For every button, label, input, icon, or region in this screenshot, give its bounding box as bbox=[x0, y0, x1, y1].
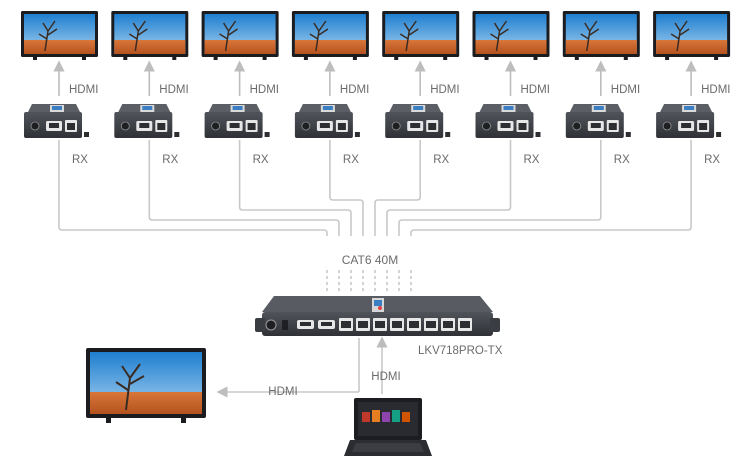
laptop-icon bbox=[344, 398, 432, 456]
tv-icon bbox=[562, 11, 640, 60]
local-hdmi-label: HDMI bbox=[268, 386, 297, 398]
source-hdmi-label: HDMI bbox=[371, 371, 400, 383]
hdmi-label: HDMI bbox=[430, 84, 459, 96]
rj45-port-icon bbox=[356, 318, 370, 331]
rj45-port-icon bbox=[407, 318, 421, 331]
tv-icon bbox=[201, 11, 279, 60]
tv-icon bbox=[472, 11, 550, 60]
rx-label: RX bbox=[162, 154, 178, 166]
cable-line bbox=[148, 140, 340, 236]
rx-label: RX bbox=[343, 154, 359, 166]
tv-icon bbox=[291, 11, 369, 60]
hdmi-extender-receiver-icon bbox=[385, 104, 451, 138]
receiver-unit: HDMI RX bbox=[21, 11, 98, 166]
rj45-port-icon bbox=[458, 318, 472, 331]
rx-label: RX bbox=[614, 154, 630, 166]
receiver-unit: HDMI RX bbox=[201, 11, 279, 166]
rj45-port-icon bbox=[441, 318, 455, 331]
hdmi-label: HDMI bbox=[521, 84, 550, 96]
receiver-unit: HDMI RX bbox=[111, 11, 189, 166]
receiver-row: HDMIRXHDMIRXHDMIRXHDMIRXHDMIRXHDMIRXHDMI… bbox=[21, 11, 730, 166]
hdmi-label: HDMI bbox=[159, 84, 188, 96]
receiver-unit: HDMI RX bbox=[653, 11, 730, 166]
tv-icon bbox=[111, 11, 189, 60]
hdmi-label: HDMI bbox=[701, 84, 730, 96]
local-display bbox=[86, 348, 206, 423]
tv-icon bbox=[382, 11, 460, 60]
rj45-port-icon bbox=[390, 318, 404, 331]
rj45-port-icon bbox=[373, 318, 387, 331]
cat6-cable-lines bbox=[58, 140, 692, 236]
receiver-unit: HDMI RX bbox=[472, 11, 550, 166]
receiver-unit: HDMI RX bbox=[291, 11, 369, 166]
transmitter-device bbox=[255, 296, 500, 336]
cable-line bbox=[398, 140, 602, 236]
receiver-unit: HDMI RX bbox=[562, 11, 640, 166]
tv-icon bbox=[653, 11, 731, 60]
cable-line bbox=[410, 140, 692, 236]
cable-entry-stubs bbox=[326, 270, 412, 292]
cable-line bbox=[374, 140, 421, 236]
transmitter-model-label: LKV718PRO-TX bbox=[418, 345, 503, 357]
hdmi-splitter-transmitter-icon bbox=[255, 296, 500, 336]
cable-line bbox=[386, 140, 512, 236]
receiver-unit: HDMI RX bbox=[382, 11, 460, 166]
hdmi-label: HDMI bbox=[69, 84, 98, 96]
rx-label: RX bbox=[704, 154, 720, 166]
cable-line bbox=[329, 140, 364, 236]
rx-label: RX bbox=[253, 154, 269, 166]
cable-length-label: CAT6 40M bbox=[342, 253, 398, 267]
hdmi-label: HDMI bbox=[250, 84, 279, 96]
tv-icon bbox=[21, 11, 98, 60]
hdmi-extender-receiver-icon bbox=[656, 104, 722, 138]
cable-line bbox=[58, 140, 328, 236]
rx-label: RX bbox=[433, 154, 449, 166]
hdmi-extender-receiver-icon bbox=[114, 104, 180, 138]
hdmi-label: HDMI bbox=[340, 84, 369, 96]
hdmi-extender-receiver-icon bbox=[24, 104, 89, 138]
tv-icon bbox=[86, 348, 206, 423]
source-laptop bbox=[344, 398, 432, 456]
rj45-port-icon bbox=[339, 318, 353, 331]
rx-label: RX bbox=[524, 154, 540, 166]
cable-line bbox=[238, 140, 352, 236]
hdmi-extender-receiver-icon bbox=[204, 104, 270, 138]
hdmi-extender-receiver-icon bbox=[475, 104, 541, 138]
hdmi-extender-receiver-icon bbox=[565, 104, 631, 138]
hdmi-label: HDMI bbox=[611, 84, 640, 96]
rj45-port-icon bbox=[424, 318, 438, 331]
hdmi-extender-receiver-icon bbox=[294, 104, 360, 138]
rx-label: RX bbox=[72, 154, 88, 166]
